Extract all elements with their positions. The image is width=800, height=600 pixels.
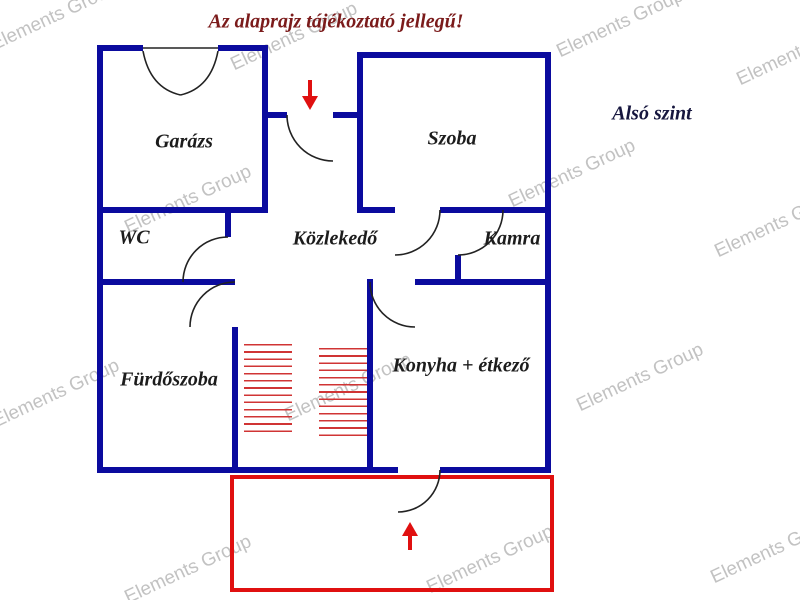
- entrance-arrow-head: [302, 96, 318, 110]
- stairs-right-flight: [319, 348, 367, 436]
- stairs-left-flight: [244, 344, 292, 432]
- room-label-garage: Garázs: [155, 130, 213, 153]
- terrace-arrow-icon: [402, 522, 418, 550]
- wc-door-arc: [182, 236, 229, 283]
- room-label-pantry: Kamra: [483, 227, 541, 250]
- garage-door-leaf-right: [180, 50, 219, 96]
- room-label-hallway: Közlekedő: [292, 227, 378, 250]
- floor-level-label: Alsó szint: [612, 102, 692, 125]
- terrace-outline: [230, 475, 554, 592]
- walls: [97, 45, 551, 473]
- bathroom-door-arc: [189, 281, 236, 328]
- room-label-wc: WC: [118, 226, 150, 249]
- room-label-bathroom: Fürdőszoba: [120, 368, 218, 391]
- entrance-door-arc: [286, 114, 334, 162]
- entrance-arrow-icon: [302, 80, 318, 110]
- garage-door-leaf-left: [142, 50, 181, 96]
- room-label-kitchen: Konyha + étkező: [392, 354, 530, 377]
- terrace-arrow-head: [402, 522, 418, 536]
- terrace-rect: [230, 475, 554, 592]
- bedroom-door-arc: [394, 209, 441, 256]
- pantry-door-arc: [457, 209, 504, 256]
- room-label-bedroom: Szoba: [427, 127, 477, 150]
- kitchen-door-arc: [369, 281, 416, 328]
- terrace-door-arc: [397, 469, 441, 513]
- walls-path: [97, 45, 551, 473]
- door-arcs: [182, 114, 504, 513]
- page-title: Az alaprajz tájékoztató jellegű!: [208, 10, 464, 33]
- garage-door: [142, 47, 219, 96]
